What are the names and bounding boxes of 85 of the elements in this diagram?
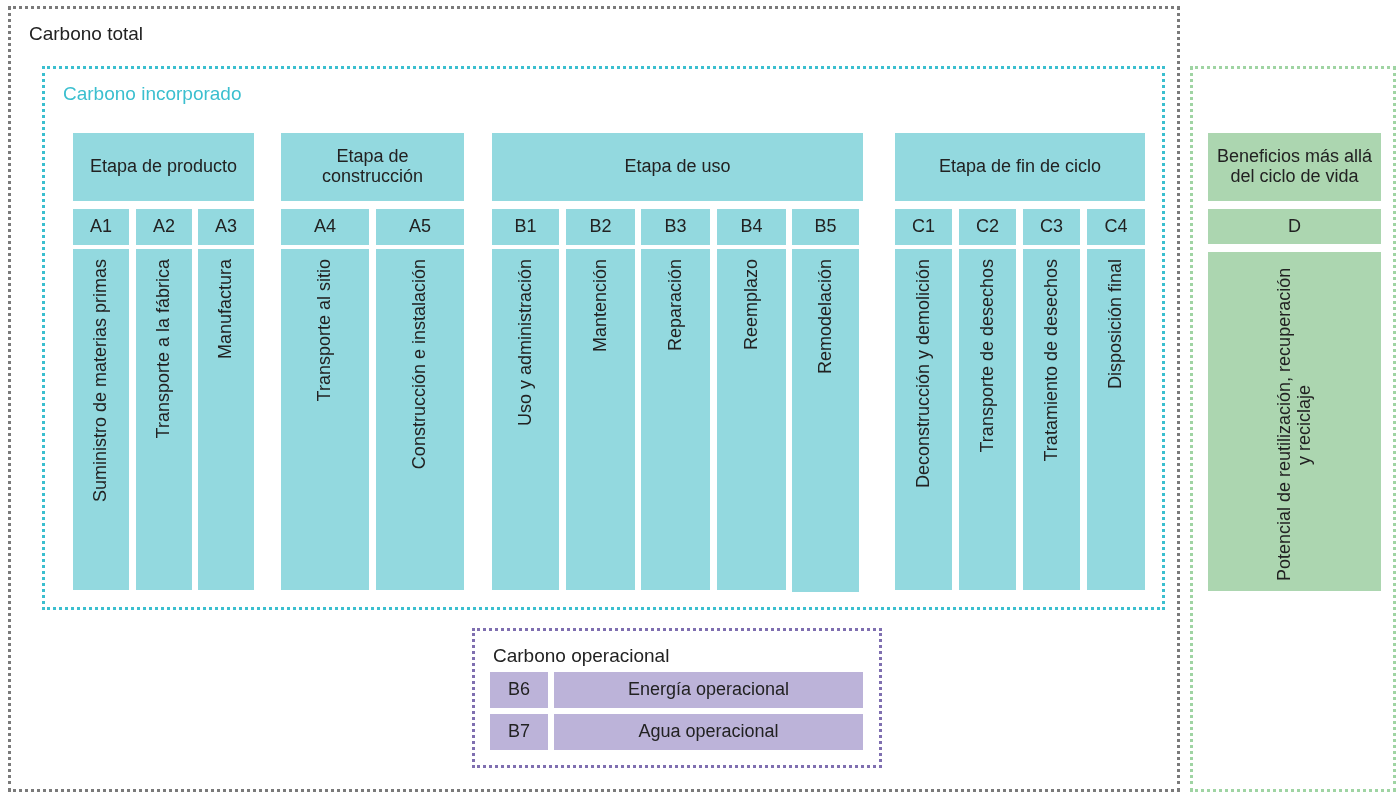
stage-title: Beneficios más allá del ciclo de vida (1215, 147, 1374, 187)
module-column (1023, 249, 1080, 590)
module-code-cell (1023, 209, 1080, 245)
module-code-cell (492, 209, 559, 245)
module-label: Tratamiento de desechos (1039, 258, 1062, 464)
module-code: B6 (507, 680, 531, 700)
module-code: C2 (975, 217, 1000, 237)
module-code-cell (959, 209, 1016, 245)
module-column (717, 249, 786, 590)
stage-title: Etapa de producto (88, 157, 239, 177)
module-column (641, 249, 710, 590)
stage-title: Energía operacional (626, 680, 791, 700)
module-label: Mantención (588, 258, 611, 355)
module-code-cell (490, 672, 548, 708)
module-column (566, 249, 635, 590)
module-column (376, 249, 464, 590)
module-label: Transporte al sitio (313, 258, 336, 404)
module-code-cell (1208, 209, 1381, 244)
dotted-frame (472, 628, 882, 768)
module-column (281, 249, 369, 590)
module-code-cell (641, 209, 710, 245)
group-title: Carbono total (29, 23, 144, 45)
module-column (1208, 252, 1381, 591)
stage-header (554, 714, 863, 750)
module-code: A2 (152, 217, 176, 237)
module-label: Uso y administración (513, 258, 536, 429)
module-code-cell (73, 209, 129, 245)
module-column (136, 249, 192, 590)
module-code-cell (895, 209, 952, 245)
module-column (73, 249, 129, 590)
stage-header (554, 672, 863, 708)
module-column (198, 249, 254, 590)
stage-header (1208, 133, 1381, 201)
module-label: Construcción e instalación (408, 258, 431, 472)
module-code: B3 (663, 217, 688, 237)
module-code-cell (198, 209, 254, 245)
module-label: Deconstrucción y demolición (911, 258, 934, 491)
module-code-cell (376, 209, 464, 245)
module-column (492, 249, 559, 590)
module-code-cell (281, 209, 369, 245)
module-code: A5 (408, 217, 432, 237)
module-code-cell (490, 714, 548, 750)
group-title: Carbono operacional (493, 645, 670, 667)
module-code: B5 (813, 217, 838, 237)
module-column (1087, 249, 1145, 590)
module-code-cell (566, 209, 635, 245)
group-title: Carbono incorporado (63, 83, 242, 105)
module-code-cell (717, 209, 786, 245)
stage-header (281, 133, 464, 201)
module-code: C3 (1039, 217, 1064, 237)
module-code: B4 (739, 217, 764, 237)
module-label: Reparación (663, 258, 686, 354)
dotted-frame (42, 66, 1165, 610)
module-code-cell (792, 209, 859, 245)
module-label: Remodelación (813, 258, 836, 377)
module-code-cell (1087, 209, 1145, 245)
stage-title: Etapa de fin de ciclo (937, 157, 1103, 177)
module-label: Disposición final (1104, 258, 1127, 392)
stage-title: Etapa de construcción (320, 147, 425, 187)
module-label: Potencial de reutilización, recuperación y reciclaje (1272, 266, 1315, 584)
module-label: Transporte de desechos (975, 258, 998, 455)
stage-header (492, 133, 863, 201)
module-column (792, 249, 859, 592)
dotted-frame (1190, 66, 1396, 792)
module-code: B2 (588, 217, 613, 237)
module-label: Transporte a la fábrica (152, 258, 175, 441)
module-code-cell (136, 209, 192, 245)
module-code: C4 (1103, 217, 1129, 237)
module-code: C1 (911, 217, 936, 237)
stage-header (895, 133, 1145, 201)
dotted-frame (8, 6, 1180, 792)
module-label: Suministro de materias primas (89, 258, 112, 505)
module-code: A3 (214, 217, 238, 237)
module-label: Reemplazo (739, 258, 762, 353)
stage-header (73, 133, 254, 201)
stage-title: Agua operacional (637, 722, 780, 742)
module-column (895, 249, 952, 590)
module-code: A4 (313, 217, 337, 237)
module-code: B1 (513, 217, 538, 237)
module-code: A1 (89, 217, 113, 237)
module-code: B7 (507, 722, 531, 742)
stage-title: Etapa de uso (623, 157, 732, 177)
module-column (959, 249, 1016, 590)
module-label: Manufactura (214, 258, 237, 362)
module-code: D (1287, 216, 1302, 237)
